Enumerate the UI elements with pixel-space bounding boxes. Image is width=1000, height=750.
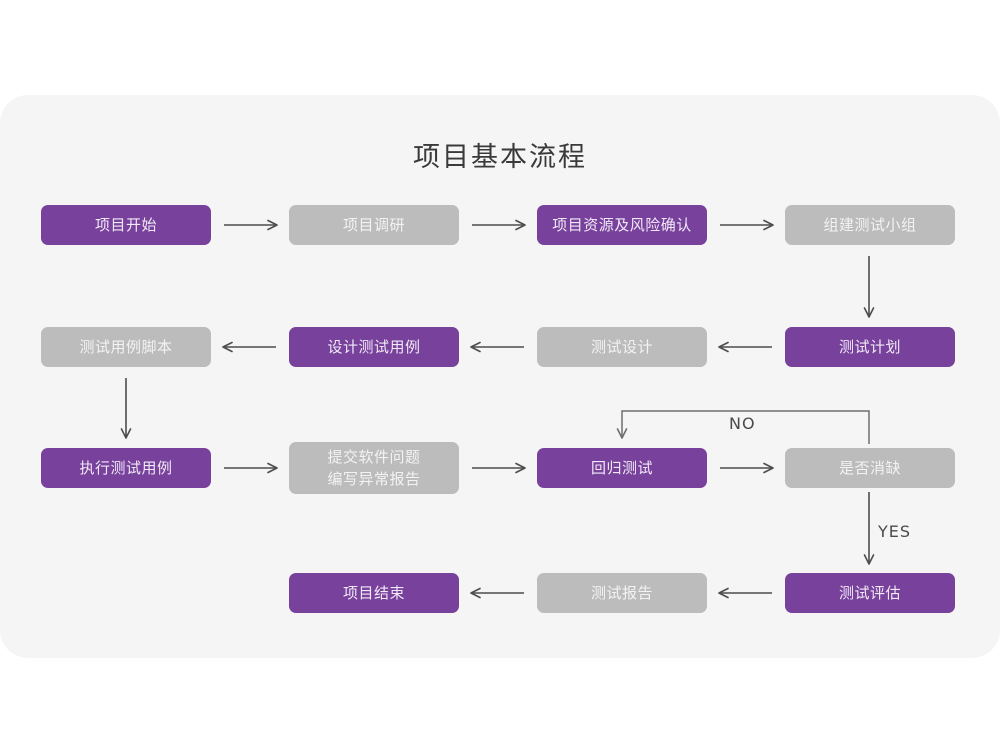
node-test-report[interactable]: 测试报告 (537, 573, 707, 613)
node-defect-cleared-decision[interactable]: 是否消缺 (785, 448, 955, 488)
node-submit-defect-report[interactable]: 提交软件问题 编写异常报告 (289, 442, 459, 494)
node-resource-risk-confirm[interactable]: 项目资源及风险确认 (537, 205, 707, 245)
page-title: 项目基本流程 (413, 142, 587, 173)
node-project-research[interactable]: 项目调研 (289, 205, 459, 245)
node-project-start[interactable]: 项目开始 (41, 205, 211, 245)
node-test-design[interactable]: 测试设计 (537, 327, 707, 367)
node-design-test-cases[interactable]: 设计测试用例 (289, 327, 459, 367)
node-regression-test[interactable]: 回归测试 (537, 448, 707, 488)
diagram-panel (0, 95, 1000, 658)
node-form-test-team[interactable]: 组建测试小组 (785, 205, 955, 245)
edge-label-yes: YES (878, 522, 912, 541)
edge-label-no: NO (729, 414, 756, 433)
node-test-plan[interactable]: 测试计划 (785, 327, 955, 367)
node-test-case-script[interactable]: 测试用例脚本 (41, 327, 211, 367)
node-project-end[interactable]: 项目结束 (289, 573, 459, 613)
node-execute-test-cases[interactable]: 执行测试用例 (41, 448, 211, 488)
node-test-evaluation[interactable]: 测试评估 (785, 573, 955, 613)
